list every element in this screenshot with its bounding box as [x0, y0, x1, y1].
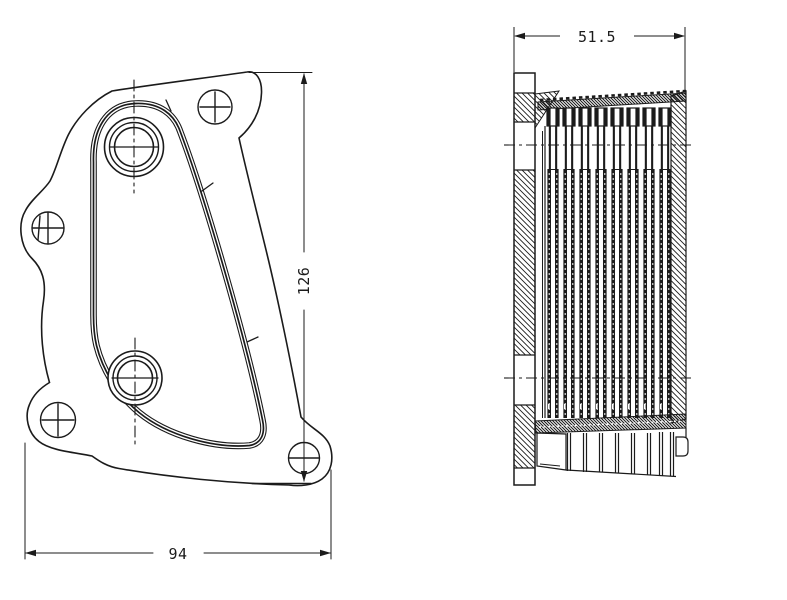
- gasket-tick: [201, 182, 214, 192]
- dimension-height: 126: [248, 72, 313, 485]
- gasket-tick: [246, 336, 259, 343]
- dimension-width-value: 94: [168, 545, 187, 563]
- dimension-depth-value: 51.5: [578, 28, 616, 46]
- skirt-right-tab: [675, 436, 689, 457]
- arrow-up: [300, 73, 308, 84]
- stack-end-wall: [670, 90, 687, 424]
- mounting-hole-top-right: [197, 89, 233, 125]
- cooling-plate: [594, 107, 608, 419]
- cooling-plate: [610, 107, 624, 419]
- side-view: 51.5: [504, 27, 692, 486]
- dimension-depth: 51.5: [513, 27, 686, 91]
- cooling-plate: [578, 107, 592, 419]
- bottom-skirt: [536, 428, 689, 478]
- stack-top-teeth: [539, 89, 687, 102]
- arrow-right: [674, 32, 685, 40]
- dimension-width: 94: [24, 442, 332, 563]
- cooling-plate: [562, 107, 576, 419]
- cooling-plate: [642, 107, 656, 419]
- gasket-groove: [90, 99, 267, 450]
- cooling-plate: [626, 107, 640, 419]
- plate-stack: [534, 89, 687, 434]
- front-view: 126 94: [20, 71, 333, 563]
- arrow-right: [320, 549, 331, 557]
- gasket-tick: [165, 99, 172, 112]
- arrow-left: [514, 32, 525, 40]
- cooling-plate: [546, 107, 560, 419]
- mounting-hole-left: [31, 211, 65, 245]
- dimension-height-value: 126: [295, 267, 313, 296]
- mounting-hole-bottom-left: [39, 401, 77, 439]
- cooling-plate: [658, 107, 672, 419]
- arrow-left: [25, 549, 36, 557]
- arrow-down: [300, 471, 308, 482]
- flange-section: [513, 72, 536, 486]
